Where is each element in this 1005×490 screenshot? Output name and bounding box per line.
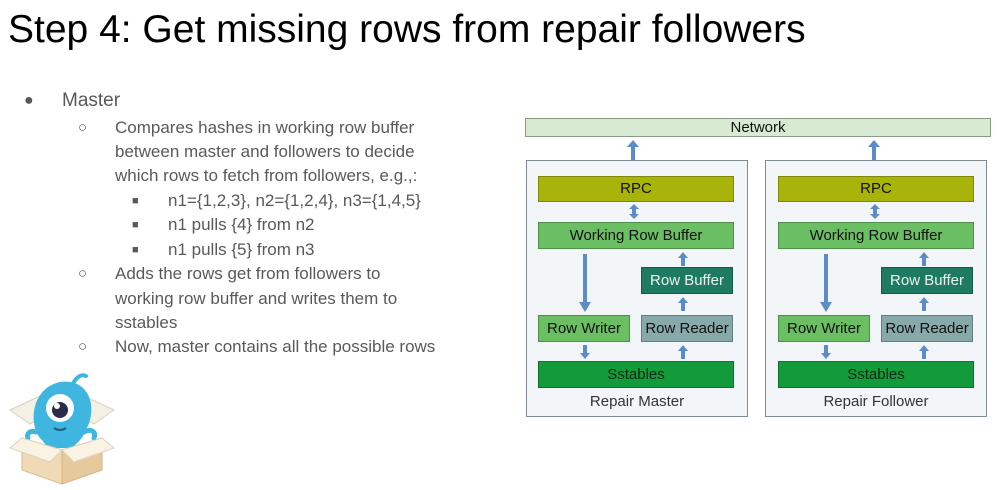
row-reader-box: Row Reader	[641, 315, 733, 342]
working-row-buffer-box: Working Row Buffer	[778, 222, 974, 249]
reader-rowbuffer-arrow	[919, 297, 929, 311]
panel-repair-master: RPC Working Row Buffer Row Buffer Row Wr…	[526, 160, 748, 417]
sub-bullet-circle: ○	[78, 119, 88, 136]
network-rpc-arrow	[627, 140, 639, 170]
sstables-reader-arrow	[678, 345, 688, 359]
row-writer-box: Row Writer	[538, 315, 630, 342]
wrb-writer-arrow	[579, 254, 591, 312]
row-buffer-box: Row Buffer	[881, 267, 973, 294]
bullet-list: ● Master ○ Compares hashes in working ro…	[0, 0, 470, 490]
network-bar: Network	[525, 118, 991, 137]
row-buffer-box: Row Buffer	[641, 267, 733, 294]
writer-sstables-arrow	[821, 345, 831, 359]
network-rpc-arrow	[868, 140, 880, 170]
writer-sstables-arrow	[580, 345, 590, 359]
square-bullet: ■	[132, 195, 139, 207]
example-pull-n2: n1 pulls {4} from n2	[168, 215, 315, 234]
sstables-box: Sstables	[778, 361, 974, 388]
bullet-master: Master	[62, 90, 121, 111]
sub-bullet-now: Now, master contains all the possible ro…	[115, 337, 436, 356]
sstables-reader-arrow	[919, 345, 929, 359]
sub-bullet-circle: ○	[78, 265, 88, 282]
slide-title: Step 4: Get missing rows from repair fol…	[8, 8, 806, 51]
rpc-wrb-arrow	[870, 204, 880, 219]
square-bullet: ■	[132, 244, 139, 256]
working-row-buffer-box: Working Row Buffer	[538, 222, 734, 249]
sub-bullet-compare-line-2: between master and followers to decide	[115, 142, 415, 161]
panel-label: Repair Master	[589, 393, 685, 410]
rpc-wrb-arrow	[629, 204, 639, 219]
sub-bullet-adds-line-3: sstables	[115, 313, 178, 332]
row-reader-box: Row Reader	[881, 315, 973, 342]
bullet-dot: ●	[24, 92, 34, 109]
sub-bullet-compare-line-1: Compares hashes in working row buffer	[115, 118, 415, 137]
sstables-box: Sstables	[538, 361, 734, 388]
rpc-box: RPC	[778, 176, 974, 202]
mascot-in-box-icon	[9, 373, 115, 485]
panel-label: Repair Follower	[823, 393, 929, 410]
rowbuffer-wrb-arrow	[919, 252, 929, 266]
sub-bullet-circle: ○	[78, 338, 88, 355]
example-hash-sets: n1={1,2,3}, n2={1,2,4}, n3={1,4,5}	[168, 191, 421, 210]
row-writer-box: Row Writer	[778, 315, 870, 342]
sub-bullet-adds-line-1: Adds the rows get from followers to	[115, 264, 381, 283]
square-bullet: ■	[132, 219, 139, 231]
sub-bullet-adds-line-2: working row buffer and writes them to	[115, 289, 398, 308]
example-pull-n3: n1 pulls {5} from n3	[168, 240, 315, 259]
wrb-writer-arrow	[820, 254, 832, 312]
rpc-box: RPC	[538, 176, 734, 202]
reader-rowbuffer-arrow	[678, 297, 688, 311]
sub-bullet-compare-line-3: which rows to fetch from followers, e.g.…	[115, 166, 418, 185]
panel-repair-follower: RPC Working Row Buffer Row Buffer Row Wr…	[765, 160, 987, 417]
rowbuffer-wrb-arrow	[678, 252, 688, 266]
